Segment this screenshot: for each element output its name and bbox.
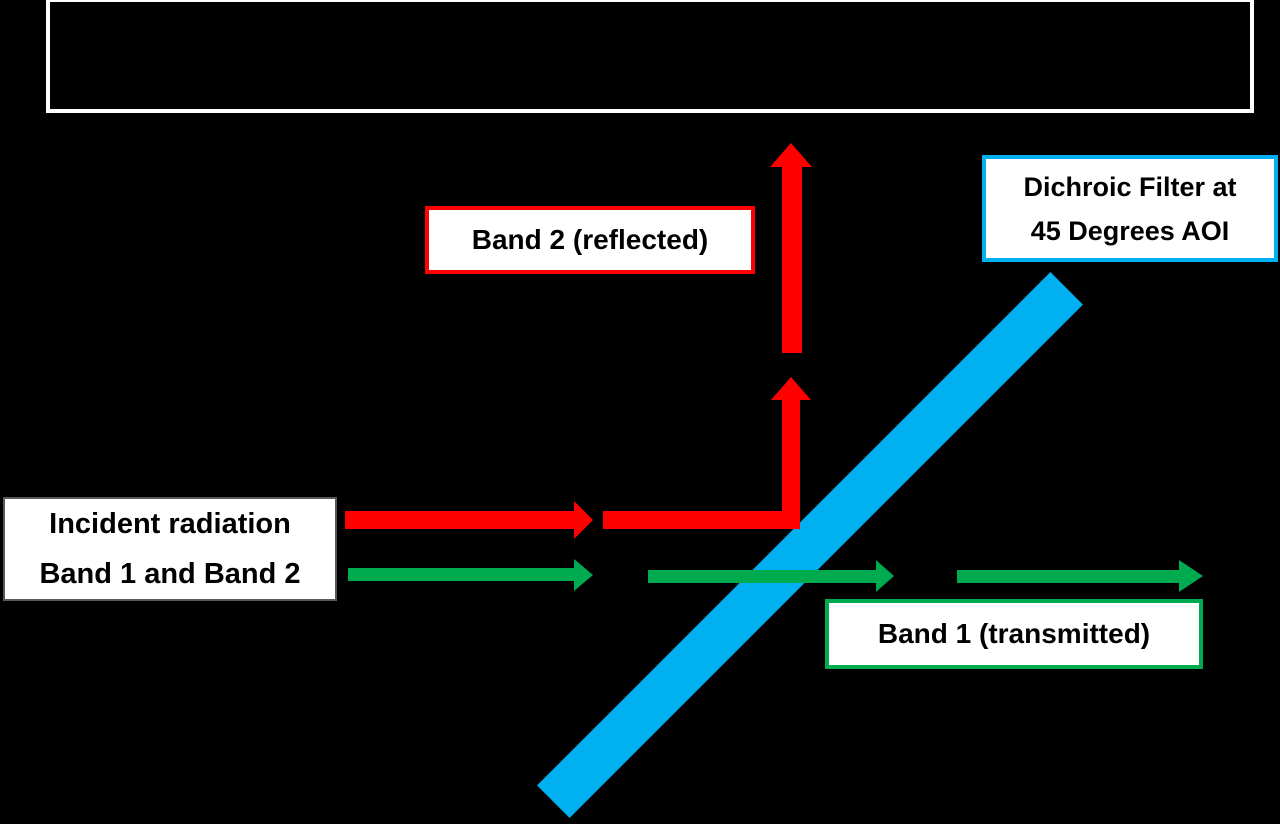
title-box [46, 0, 1254, 113]
red-elbow-arrow-vertical-shaft [782, 400, 800, 529]
transmitted-green-arrow-shaft [957, 570, 1179, 583]
transmitted-green-arrow-head-icon [1179, 560, 1203, 592]
incident-green-arrow-shaft [348, 568, 574, 581]
incident-red-arrow-head-icon [574, 501, 593, 539]
incident-radiation-label: Incident radiation Band 1 and Band 2 [3, 497, 337, 601]
band2-reflected-label-text: Band 2 (reflected) [471, 224, 709, 255]
reflected-red-arrow-head-icon [770, 143, 812, 167]
red-elbow-arrow-horizontal-shaft [603, 511, 800, 529]
band1-transmitted-label-text: Band 1 (transmitted) [877, 618, 1151, 649]
dichroic-filter-label: Dichroic Filter at 45 Degrees AOI [982, 155, 1278, 262]
incident-red-arrow-shaft [345, 511, 574, 529]
incident-radiation-label-line1: Incident radiation [49, 508, 291, 540]
band1-transmitted-label: Band 1 (transmitted) [825, 599, 1203, 669]
dichroic-filter-label-line1: Dichroic Filter at [1023, 171, 1237, 202]
dichroic-filter-bar [537, 272, 1083, 818]
band2-reflected-label: Band 2 (reflected) [425, 206, 755, 274]
incident-radiation-label-line2: Band 1 and Band 2 [39, 558, 301, 590]
through-filter-green-arrow-head-icon [876, 560, 894, 592]
reflected-red-arrow-shaft [782, 167, 802, 353]
incident-green-arrow-head-icon [574, 559, 593, 591]
through-filter-green-arrow-shaft [648, 570, 876, 583]
dichroic-filter-label-line2: 45 Degrees AOI [1030, 215, 1230, 246]
red-elbow-arrow-head-icon [771, 377, 811, 400]
